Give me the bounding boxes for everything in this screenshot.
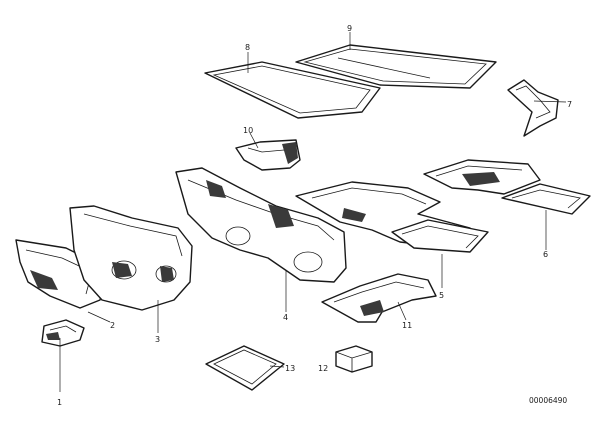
callout-1: 1 xyxy=(57,398,62,407)
part-3-bulkhead-insulation xyxy=(69,205,193,333)
part-11-tunnel-insulation xyxy=(321,273,437,323)
part-9-roof-panel xyxy=(295,32,497,89)
part-10-tunnel-piece xyxy=(235,132,301,171)
callout-11: 11 xyxy=(402,321,412,330)
callout-10: 10 xyxy=(243,126,253,135)
callout-13: 13 xyxy=(285,364,295,373)
part-4-floor-insulation xyxy=(175,167,347,312)
callout-6: 6 xyxy=(543,250,548,259)
part-6-trunk-insulation xyxy=(423,159,591,250)
part-5-rear-floor-insulation xyxy=(295,181,489,288)
part-1-small-piece xyxy=(41,319,85,392)
part-12-block xyxy=(335,345,373,373)
callout-9: 9 xyxy=(347,24,352,33)
part-7-pillar-trim xyxy=(507,79,567,137)
callout-7: 7 xyxy=(567,100,572,109)
part-8-roof-panel xyxy=(204,52,381,119)
callout-12: 12 xyxy=(318,364,328,373)
callout-3: 3 xyxy=(155,335,160,344)
callout-2: 2 xyxy=(110,321,115,330)
part-13-flat-mat xyxy=(205,345,285,391)
diagram-code: 00006490 xyxy=(529,396,567,405)
callout-8: 8 xyxy=(245,43,250,52)
callout-4: 4 xyxy=(283,313,288,322)
callout-5: 5 xyxy=(439,291,444,300)
callout-labels: 1 2 3 4 5 6 7 8 9 10 11 12 13 xyxy=(57,24,572,407)
